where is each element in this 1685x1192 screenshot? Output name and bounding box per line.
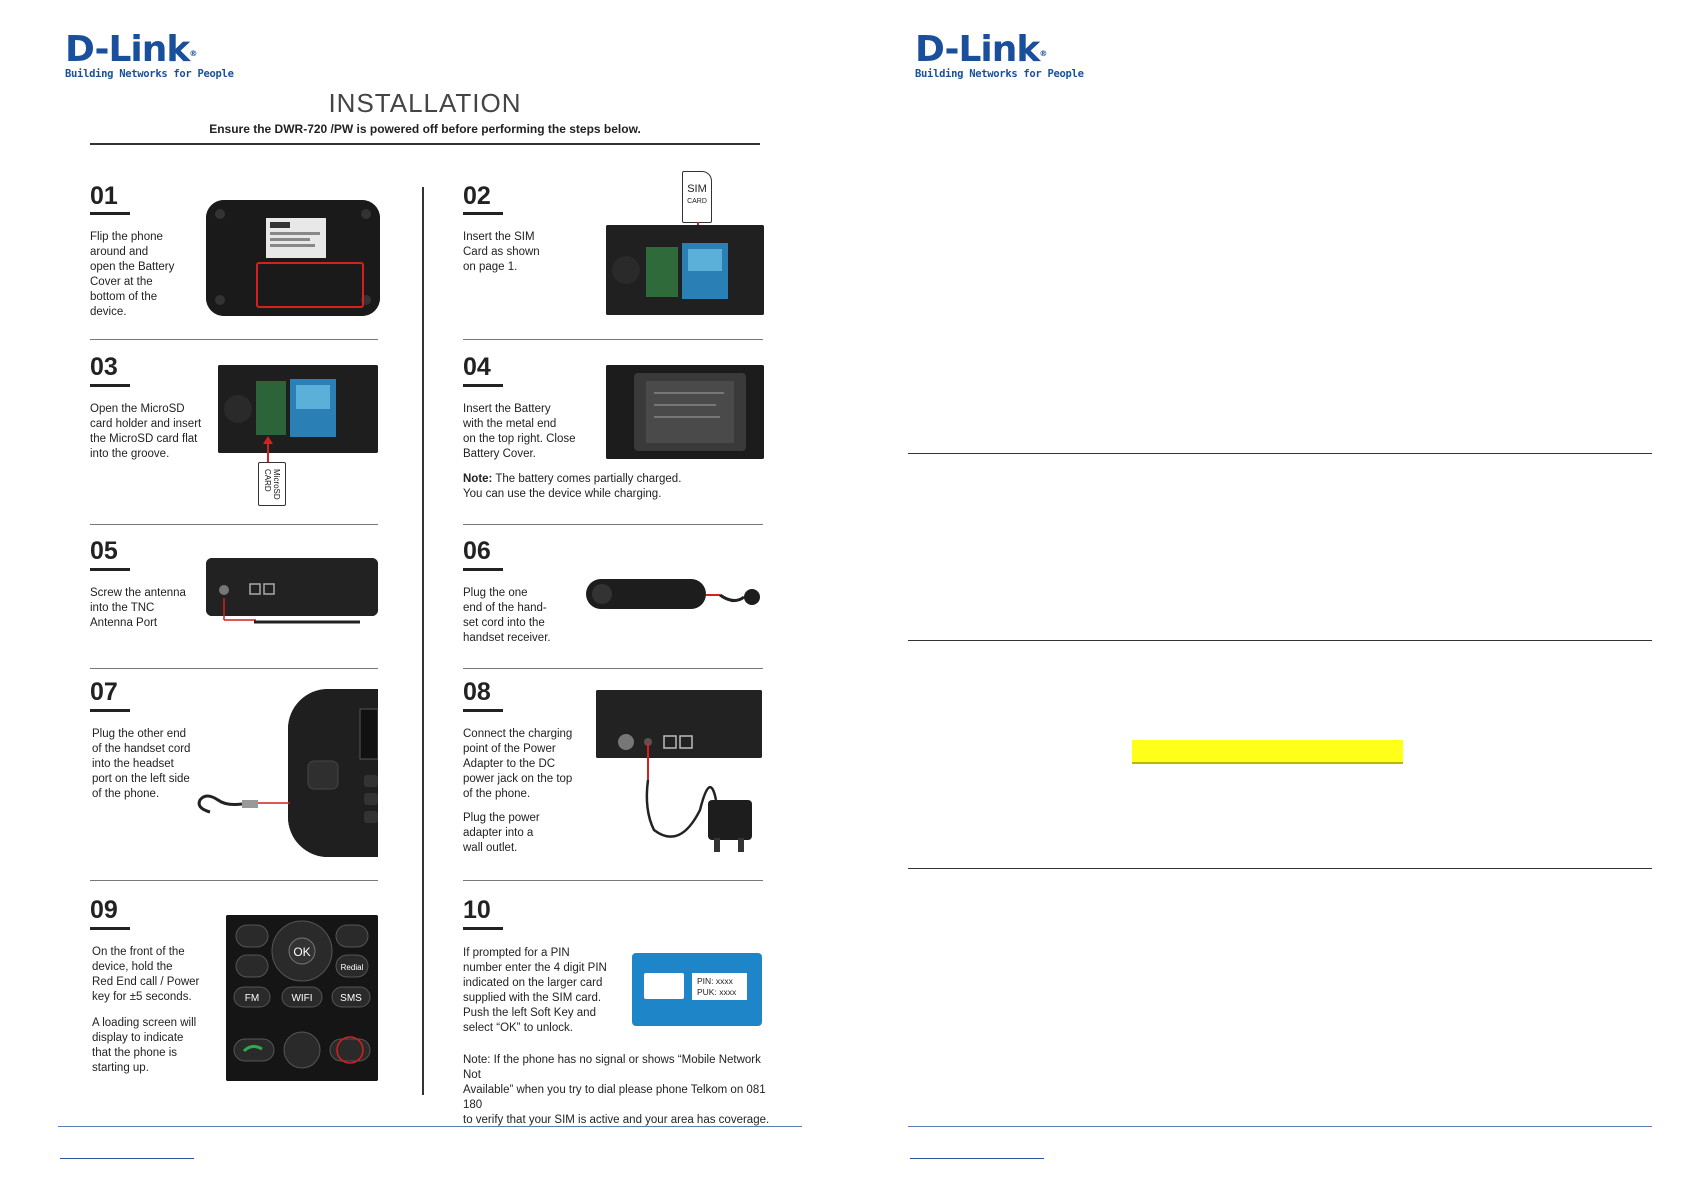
- step-08-underline: [463, 709, 503, 712]
- handset-cord-image: [197, 794, 290, 814]
- step-04-underline: [463, 384, 503, 387]
- handset-image: [586, 579, 760, 609]
- keypad-fm-label: FM: [245, 993, 259, 1004]
- pin-card-codes: PIN: xxxx PUK: xxxx: [692, 973, 747, 1000]
- step-04-text: Insert the Battery with the metal end on…: [463, 403, 576, 460]
- step-02-text: Insert the SIM Card as shown on page 1.: [463, 231, 540, 273]
- dc-jack-image: [596, 690, 762, 758]
- keypad-sms-label: SMS: [340, 993, 362, 1004]
- step-04-note-label: Note:: [463, 473, 493, 485]
- step-02-number: 02: [463, 182, 491, 210]
- step-07-underline: [90, 709, 130, 712]
- step-04-note-text: The battery comes partially charged. You…: [463, 473, 682, 500]
- step-02-underline: [463, 212, 503, 215]
- battery-cover-highlight: [256, 262, 364, 308]
- step-06-divider: [463, 668, 763, 669]
- title-divider: [90, 143, 760, 145]
- column-divider: [422, 187, 424, 1095]
- step-08-text: Connect the charging point of the Power …: [463, 728, 573, 800]
- microsd-insert-arrow: [263, 436, 273, 462]
- step-04-note: Note: The battery comes partially charge…: [463, 472, 681, 502]
- antenna-image: [223, 598, 360, 624]
- keypad-redial-label: Redial: [341, 963, 364, 972]
- step-03-number: 03: [90, 353, 118, 381]
- step-01-divider: [90, 339, 378, 340]
- sim-card-label: SIM CARD: [682, 171, 712, 223]
- step-01-underline: [90, 212, 130, 215]
- logo-registered-mark: ®: [189, 49, 197, 58]
- step-04-divider: [463, 524, 763, 525]
- step-05-divider: [90, 668, 378, 669]
- step-08-extra-text: Plug the power adapter into a wall outle…: [463, 812, 540, 854]
- microsd-slot-image: [218, 365, 378, 453]
- highlighted-blank-field: [1132, 740, 1403, 764]
- step-05-number: 05: [90, 537, 118, 565]
- pin-card-sim-shape: [644, 973, 684, 999]
- blank-page: D-Link® Building Networks for People: [845, 0, 1665, 1192]
- step-06-text: Plug the one end of the hand- set cord i…: [463, 587, 551, 644]
- step-10-text: If prompted for a PIN number enter the 4…: [463, 947, 607, 1034]
- step-10-note: Note: If the phone has no signal or show…: [463, 1054, 770, 1126]
- right-divider-2: [908, 640, 1652, 641]
- right-divider-3: [908, 868, 1652, 869]
- microsd-card-label: MicroSD CARD: [258, 462, 286, 506]
- step-02-divider: [463, 339, 763, 340]
- keypad-image: OK Redial FM WIFI SMS: [226, 915, 378, 1081]
- step-03-divider: [90, 524, 378, 525]
- step-03-text: Open the MicroSD card holder and insert …: [90, 403, 202, 460]
- power-adapter-image: [645, 742, 752, 852]
- right-divider-1: [908, 453, 1652, 454]
- installation-page: D-Link® Building Networks for People INS…: [0, 0, 820, 1192]
- microsd-label-text: MicroSD CARD: [263, 469, 281, 500]
- logo-tagline-right: Building Networks for People: [915, 68, 1084, 80]
- antenna-port-image: [206, 558, 378, 616]
- logo-registered-mark-right: ®: [1039, 49, 1047, 58]
- footer-rule-right: [908, 1126, 1652, 1127]
- step-07-number: 07: [90, 678, 118, 706]
- step-10-number: 10: [463, 896, 491, 924]
- page-subtitle: Ensure the DWR-720 /PW is powered off be…: [209, 122, 641, 136]
- dlink-logo: D-Link® Building Networks for People: [65, 29, 234, 81]
- step-05-underline: [90, 568, 130, 571]
- step-06-underline: [463, 568, 503, 571]
- sim-slot-image: [606, 225, 764, 315]
- phone-back-image: [206, 200, 380, 316]
- keypad-wifi-label: WIFI: [291, 993, 312, 1004]
- step-10-underline: [463, 927, 503, 930]
- step-04-number: 04: [463, 353, 491, 381]
- step-05-text: Screw the antenna into the TNC Antenna P…: [90, 587, 186, 629]
- step-01-number: 01: [90, 182, 118, 210]
- sim-label-top: SIM: [687, 183, 707, 195]
- step-01-text: Flip the phone around and open the Batte…: [90, 231, 175, 318]
- logo-wordmark: D-Link: [65, 29, 190, 70]
- step-03-underline: [90, 384, 130, 387]
- footer-link-underline-right: [910, 1158, 1044, 1159]
- keypad-ok-label: OK: [293, 945, 310, 959]
- step-07-divider: [90, 880, 378, 881]
- sim-label-bottom: CARD: [687, 198, 707, 205]
- step-08-number: 08: [463, 678, 491, 706]
- battery-image: [606, 365, 764, 459]
- step-09-number: 09: [90, 896, 118, 924]
- step-06-number: 06: [463, 537, 491, 565]
- step-09-underline: [90, 927, 130, 930]
- step-08-divider: [463, 880, 763, 881]
- dlink-logo-right: D-Link® Building Networks for People: [915, 29, 1084, 81]
- step-07-text: Plug the other end of the handset cord i…: [92, 728, 191, 800]
- step-09-text: On the front of the device, hold the Red…: [92, 946, 200, 1003]
- pin-card-image: PIN: xxxx PUK: xxxx: [632, 953, 762, 1026]
- logo-tagline: Building Networks for People: [65, 68, 234, 80]
- footer-rule: [58, 1126, 802, 1127]
- footer-link-underline: [60, 1158, 194, 1159]
- logo-wordmark-right: D-Link: [915, 29, 1040, 70]
- step-09-extra-text: A loading screen will display to indicat…: [92, 1017, 197, 1074]
- page-title: INSTALLATION: [328, 88, 522, 118]
- phone-side-image: [288, 689, 378, 857]
